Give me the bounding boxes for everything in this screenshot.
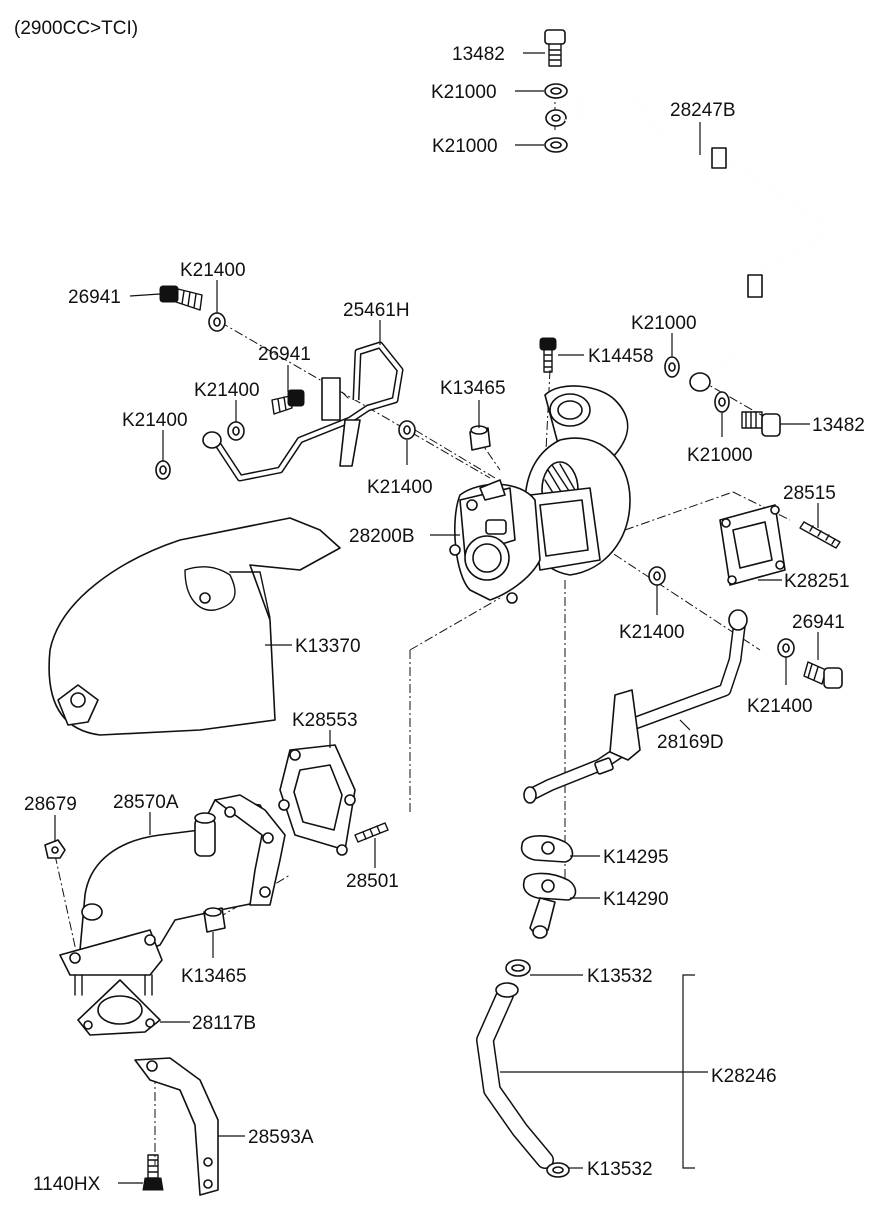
label-28570a: 28570A [113, 792, 179, 813]
label-26941-c: 26941 [792, 612, 845, 633]
label-28169d: 28169D [657, 732, 724, 753]
label-k21000-a: K21000 [431, 82, 497, 103]
washer-k21000-top [544, 83, 568, 99]
washer-k21400-b [227, 421, 245, 441]
label-28515: 28515 [783, 483, 836, 504]
stud-28501 [354, 822, 389, 843]
bracket-28593a [134, 1057, 219, 1196]
label-25461h: 25461H [343, 300, 410, 321]
washer-k21400-d [398, 420, 416, 440]
bolt-k14458 [539, 337, 557, 373]
bolt-26941-mid [271, 389, 305, 415]
oil-feed-pipe-28247b [564, 83, 827, 392]
washer-k21400-c [155, 460, 171, 480]
stud-28515 [799, 521, 841, 549]
bolt-13482-right [741, 411, 781, 437]
washer-k21000-fourth [714, 391, 730, 413]
label-26941-b: 26941 [258, 344, 311, 365]
hose-k28246 [476, 982, 554, 1169]
diagram-title: (2900CC>TCI) [14, 18, 138, 39]
label-k21000-b: K21000 [432, 136, 498, 157]
label-28593a: 28593A [248, 1127, 314, 1148]
label-k21400-f: K21400 [747, 696, 813, 717]
connector-k14290 [522, 872, 577, 939]
label-28501: 28501 [346, 871, 399, 892]
gasket-28117b [77, 979, 161, 1036]
label-k21400-c: K21400 [122, 410, 188, 431]
label-k21000-d: K21000 [687, 445, 753, 466]
bolt-26941-left [159, 285, 203, 311]
label-k28553: K28553 [292, 710, 358, 731]
label-k13532-a: K13532 [587, 966, 653, 987]
label-28200b: 28200B [349, 526, 415, 547]
washer-k21000-second [544, 137, 568, 153]
water-pipe-25461h [202, 341, 404, 482]
exhaust-elbow-28570a [59, 794, 286, 996]
label-k21400-a: K21400 [180, 260, 246, 281]
washer-k21000-third [664, 356, 680, 378]
label-k13370: K13370 [295, 636, 361, 657]
part-labels: 13482 K21000 K21000 28247B K21400 26941 … [24, 44, 865, 1195]
label-k13465-b: K13465 [181, 966, 247, 987]
label-28247b: 28247B [670, 100, 736, 121]
label-k28246: K28246 [711, 1066, 777, 1087]
label-k14458: K14458 [588, 346, 654, 367]
label-13482-top: 13482 [452, 44, 505, 65]
label-k13532-b: K13532 [587, 1159, 653, 1180]
label-1140hx: 1140HX [33, 1174, 101, 1195]
bolt-1140hx [142, 1154, 164, 1191]
label-k21400-e: K21400 [619, 622, 685, 643]
label-k14295: K14295 [603, 847, 669, 868]
nut-28679 [44, 839, 66, 859]
label-k21000-c: K21000 [631, 313, 697, 334]
nut-k13465-b [203, 907, 226, 933]
label-26941-a: 26941 [68, 287, 121, 308]
clamp-k13532-bottom [546, 1162, 570, 1178]
bolt-13482-top [544, 29, 566, 67]
leader-lines [54, 52, 819, 1184]
label-k14290: K14290 [603, 889, 669, 910]
label-k21400-d: K21400 [367, 477, 433, 498]
label-28679: 28679 [24, 794, 77, 815]
oil-feed-union [545, 109, 567, 127]
clamp-k13532-top [505, 959, 531, 977]
label-28117b: 28117B [192, 1013, 256, 1034]
gasket-k28553 [278, 744, 356, 856]
label-k13465-a: K13465 [440, 378, 506, 399]
label-13482-right: 13482 [812, 415, 865, 436]
turbocharger-28200b [449, 385, 631, 604]
heat-shield-k13370 [48, 517, 341, 736]
label-k21400-b: K21400 [194, 380, 260, 401]
nut-k13465-a [469, 425, 491, 451]
label-k28251: K28251 [784, 571, 850, 592]
oil-return-pipe-28169d [523, 609, 748, 804]
gasket-k28251 [719, 504, 786, 586]
washer-k21400-a [208, 312, 226, 332]
bolt-26941-right [803, 661, 843, 689]
gasket-k14295 [520, 835, 574, 863]
washer-k21400-e [648, 566, 666, 586]
washer-k21400-f [777, 638, 795, 658]
